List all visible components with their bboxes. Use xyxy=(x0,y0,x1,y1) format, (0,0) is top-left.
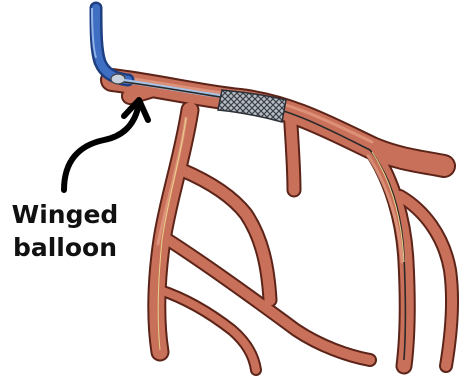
label-line-2: balloon xyxy=(0,231,130,264)
guide-catheter xyxy=(92,8,128,84)
winged-balloon-label: Winged balloon xyxy=(0,198,130,264)
annotation-arrow xyxy=(64,100,148,190)
label-line-1: Winged xyxy=(0,198,130,231)
stent xyxy=(218,90,286,122)
